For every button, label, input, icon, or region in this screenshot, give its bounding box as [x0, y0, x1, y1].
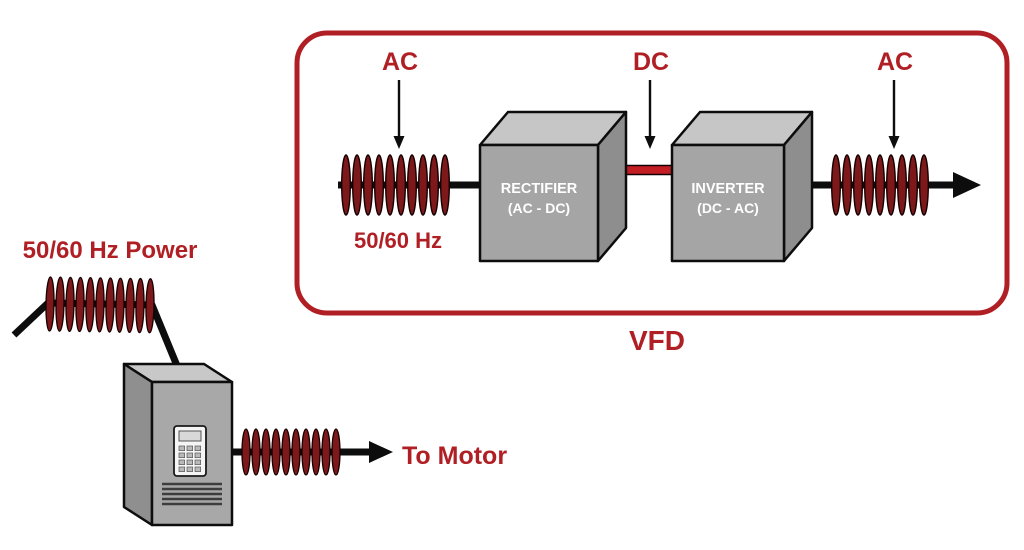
- ac-input-arrow-icon: [393, 80, 405, 149]
- dc-arrow-icon: [644, 80, 656, 149]
- to-motor-label: To Motor: [402, 442, 507, 470]
- input-power-label: 50/60 Hz Power: [23, 237, 198, 264]
- motor-arrowhead-icon: [369, 441, 393, 463]
- keypad-icon: [173, 425, 207, 477]
- ac-output-arrow-icon: [888, 80, 900, 149]
- ac-input-label: AC: [382, 48, 418, 76]
- inverter-subtitle: (DC - AC): [697, 200, 759, 216]
- ac-output-label: AC: [877, 48, 913, 76]
- inverter-block: INVERTER (DC - AC): [670, 110, 814, 263]
- output-ac-waveform: [831, 154, 929, 216]
- drive-input-waveform: [44, 276, 156, 334]
- vfd-caption: VFD: [629, 325, 685, 356]
- vent-lines-icon: [162, 482, 222, 506]
- input-frequency-label: 50/60 Hz: [354, 228, 442, 253]
- inverter-title: INVERTER: [691, 181, 765, 197]
- rectifier-subtitle: (AC - DC): [508, 200, 570, 216]
- rectifier-block: RECTIFIER (AC - DC): [478, 110, 628, 263]
- rectifier-title: RECTIFIER: [501, 181, 578, 197]
- dc-label: DC: [633, 48, 669, 76]
- output-arrowhead-icon: [953, 172, 981, 198]
- vfd-enclosure: [294, 30, 1010, 316]
